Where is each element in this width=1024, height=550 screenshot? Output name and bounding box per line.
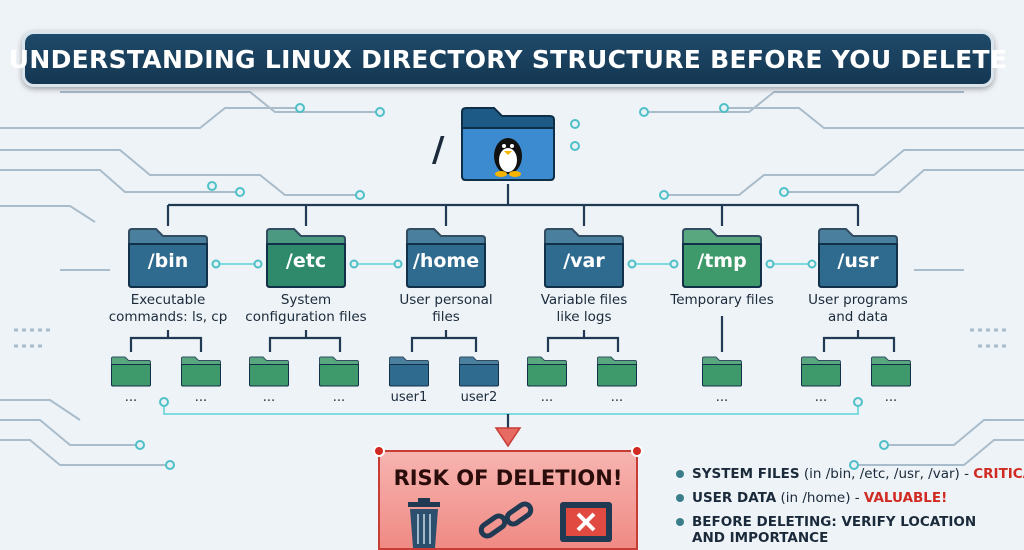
- risk-title: RISK OF DELETION!: [393, 466, 623, 490]
- directory-bin: /bin: [126, 226, 210, 288]
- directory-etc: /etc: [264, 226, 348, 288]
- directory-label: /home: [412, 250, 480, 272]
- folder-icon: [128, 228, 208, 288]
- subfolder-label: ...: [332, 390, 346, 405]
- trash-can-icon: [408, 498, 440, 548]
- subfolder-icon: [181, 356, 221, 387]
- folder-icon: [266, 228, 346, 288]
- warning-item: SYSTEM FILES (in /bin, /etc, /usr, /var)…: [676, 466, 1024, 482]
- subfolder-label: ...: [715, 390, 729, 405]
- subfolder-icon: [871, 356, 911, 387]
- root-label: /: [432, 130, 445, 170]
- subfolder-icon: [801, 356, 841, 387]
- system-error-icon: [560, 502, 612, 542]
- root-folder-icon: [461, 107, 555, 181]
- directory-var: /var: [542, 226, 626, 288]
- warning-item-continued: AND IMPORTANCE: [692, 530, 829, 546]
- subfolder-icon: [249, 356, 289, 387]
- page-title: UNDERSTANDING LINUX DIRECTORY STRUCTURE …: [8, 44, 1008, 74]
- subfolder-icon: [319, 356, 359, 387]
- directory-description: Temporary files: [670, 292, 774, 308]
- directory-tmp: /tmp: [680, 226, 764, 288]
- tux-penguin-icon: [494, 138, 522, 177]
- subfolder-label: ...: [814, 390, 828, 405]
- subfolder-icon: [459, 356, 499, 387]
- subfolder-label: ...: [194, 390, 208, 405]
- directory-label: /etc: [285, 250, 327, 272]
- subfolder: [526, 354, 568, 388]
- warning-item: BEFORE DELETING: VERIFY LOCATION: [676, 514, 1024, 530]
- warning-item: USER DATA (in /home) - VALUABLE!: [676, 490, 1024, 506]
- directory-usr: /usr: [816, 226, 900, 288]
- subfolder-label: ...: [124, 390, 138, 405]
- subfolder-label: ...: [262, 390, 276, 405]
- folder-icon: [682, 228, 762, 288]
- subfolder: [248, 354, 290, 388]
- subfolder: [800, 354, 842, 388]
- folder-icon: [544, 228, 624, 288]
- subfolder-icon: [389, 356, 429, 387]
- broken-chain-icon: [478, 501, 534, 539]
- subfolder-label: user1: [390, 390, 428, 405]
- subfolder: [318, 354, 360, 388]
- subfolder-icon: [597, 356, 637, 387]
- title-banner: UNDERSTANDING LINUX DIRECTORY STRUCTURE …: [9, 31, 1007, 87]
- subfolder-icon: [527, 356, 567, 387]
- directory-label: /var: [563, 250, 605, 272]
- subfolder: [110, 354, 152, 388]
- subfolder: [596, 354, 638, 388]
- corner-dot: [373, 445, 385, 457]
- directory-label: /bin: [147, 250, 189, 272]
- corner-dot: [631, 445, 643, 457]
- subfolder: [870, 354, 912, 388]
- circuit-background: [0, 91, 1024, 470]
- subfolder: [180, 354, 222, 388]
- subfolder-label: user2: [460, 390, 498, 405]
- warning-list: SYSTEM FILES (in /bin, /etc, /usr, /var)…: [676, 466, 1024, 546]
- folder-icon: [406, 228, 486, 288]
- directory-label: /tmp: [697, 250, 747, 272]
- subfolder-label: ...: [884, 390, 898, 405]
- subfolder-icon: [111, 356, 151, 387]
- subfolder: [458, 354, 500, 388]
- subfolder-icon: [702, 356, 742, 387]
- directory-home: /home: [404, 226, 488, 288]
- directory-label: /usr: [837, 250, 879, 272]
- subfolder: [701, 354, 743, 388]
- folder-icon: [818, 228, 898, 288]
- risk-panel: RISK OF DELETION!: [373, 445, 643, 550]
- down-arrow-icon: [494, 427, 522, 448]
- subfolder-label: ...: [610, 390, 624, 405]
- subfolder: [388, 354, 430, 388]
- subfolder-label: ...: [540, 390, 554, 405]
